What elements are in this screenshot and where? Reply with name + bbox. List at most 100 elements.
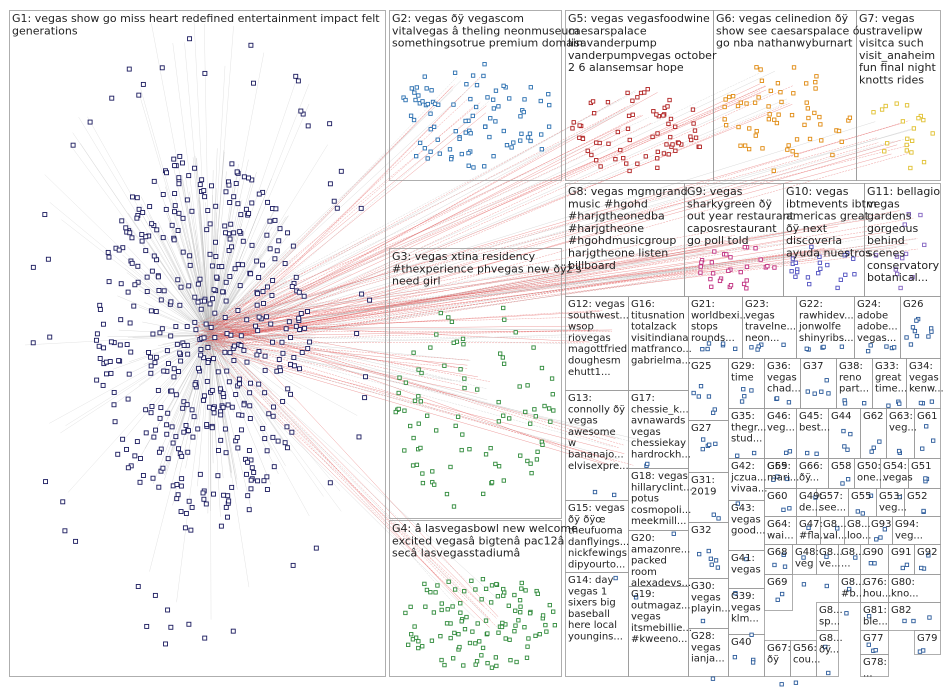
node-g1: [267, 246, 273, 252]
group-label-line: music #hgohd: [568, 197, 648, 210]
node-g30: [700, 618, 706, 624]
node-g3: [501, 305, 506, 311]
node-g79: [917, 649, 923, 654]
node-g1: [180, 249, 186, 255]
edge-between-groups: [209, 321, 619, 449]
node-g10: [807, 281, 812, 287]
node-g58: [845, 477, 851, 482]
node-g1: [175, 228, 181, 233]
node-g1: [236, 376, 242, 382]
node-g2: [482, 62, 487, 67]
node-g5: [673, 148, 678, 153]
node-g1: [233, 181, 239, 186]
node-g1: [127, 320, 133, 326]
edge-between-groups: [206, 98, 621, 327]
node-g24: [884, 344, 889, 349]
node-g1: [129, 194, 135, 200]
node-g9: [698, 264, 703, 269]
node-g3: [411, 350, 416, 355]
node-g1: [155, 274, 161, 280]
group-label-line: G8...: [841, 547, 865, 558]
edge-between-groups: [206, 248, 826, 348]
node-g1: [249, 242, 255, 248]
node-g7: [884, 141, 890, 146]
node-g7: [900, 119, 906, 124]
group-label-g41: G41:vegas: [731, 553, 761, 575]
node-g1: [143, 407, 149, 413]
node-g1: [118, 317, 124, 323]
node-g4: [469, 578, 474, 583]
node-g1: [109, 95, 115, 101]
group-label-line: G93: [871, 519, 891, 530]
node-g7: [904, 142, 909, 148]
node-g1: [264, 448, 270, 454]
node-g1: [118, 281, 124, 287]
group-label-line: worldbexi...: [691, 310, 749, 321]
node-g1: [255, 291, 260, 297]
node-g1: [249, 200, 255, 206]
node-g1: [331, 198, 337, 204]
node-g1: [163, 641, 168, 647]
group-label-g25: G25: [691, 361, 711, 372]
node-g1: [136, 206, 142, 212]
node-g25: [691, 390, 696, 396]
node-g1: [153, 427, 159, 433]
node-g1: [134, 195, 140, 201]
node-g1: [270, 434, 276, 440]
node-g1: [264, 474, 270, 480]
node-g1: [30, 340, 36, 346]
node-g1: [125, 396, 131, 402]
node-g1: [156, 288, 162, 293]
group-label-line: vegas: [691, 592, 721, 603]
node-g1: [229, 484, 235, 490]
group-label-line: veg...: [889, 422, 917, 433]
group-label-line: G53:: [879, 491, 903, 502]
node-g1: [189, 208, 195, 214]
node-g1: [105, 249, 111, 255]
node-g1: [253, 323, 259, 329]
node-g5: [651, 109, 656, 114]
node-g1: [108, 370, 114, 376]
node-g4: [433, 590, 438, 595]
node-g10: [838, 277, 843, 282]
edge-between-groups: [199, 333, 597, 348]
group-label-line: ðÿ ðÿœ: [568, 514, 605, 525]
node-g3: [434, 428, 439, 433]
node-g3: [459, 447, 464, 453]
node-g3: [430, 469, 435, 474]
node-g2: [518, 114, 523, 119]
node-g9: [717, 278, 723, 284]
edge-between-groups: [198, 332, 631, 442]
group-label-line: G3: vegas xtina residency: [392, 250, 536, 263]
node-g1: [192, 319, 198, 325]
node-g1: [135, 584, 141, 589]
group-label-g51: G51: [911, 461, 931, 472]
node-g1: [47, 334, 53, 340]
node-g1: [272, 256, 278, 262]
node-g1: [296, 315, 302, 321]
node-g26: [910, 325, 916, 330]
node-g6: [814, 74, 819, 79]
node-g3: [461, 342, 466, 347]
node-g1: [207, 301, 213, 307]
node-g1: [234, 169, 240, 175]
node-g3: [547, 406, 552, 411]
group-label-line: G5: vegas vegasfoodwine: [568, 12, 710, 25]
node-g1: [218, 437, 224, 443]
node-g1: [358, 205, 364, 211]
node-g1: [197, 276, 203, 282]
node-g4: [452, 630, 457, 636]
group-label-line: visitindiana: [631, 333, 688, 344]
node-g6: [775, 81, 781, 86]
group-label-g47: G47:#fla...: [799, 519, 829, 541]
node-g93: [878, 535, 883, 540]
node-g4: [501, 586, 506, 592]
node-g1: [256, 314, 262, 320]
node-g6: [813, 80, 818, 85]
node-g59: [775, 474, 780, 479]
node-g11: [902, 222, 907, 227]
edge-internal: [209, 334, 250, 588]
node-g1: [172, 191, 178, 197]
group-label-line: G42:: [731, 461, 755, 472]
group-label-line: sixers big: [568, 598, 616, 609]
